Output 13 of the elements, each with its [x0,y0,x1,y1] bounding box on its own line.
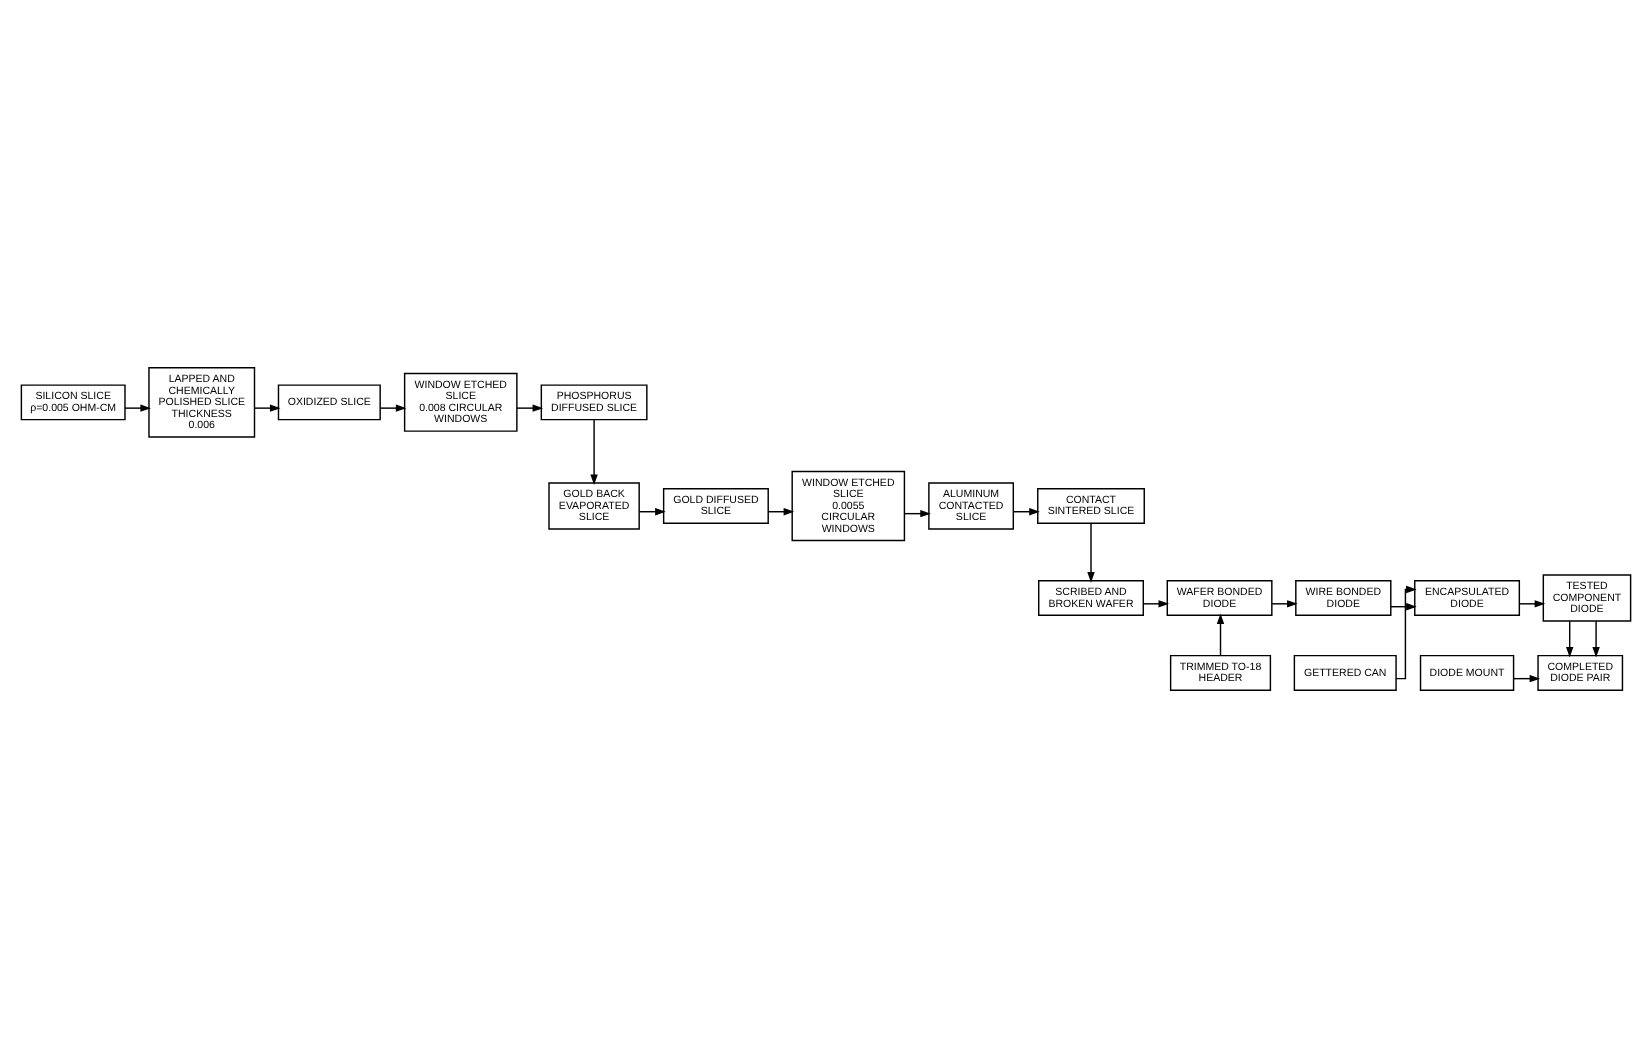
arrow [379,404,407,412]
arrow [516,404,544,412]
arrow [1087,522,1095,583]
arrow [254,404,281,412]
arrow [1566,620,1574,658]
arrow [1271,600,1298,608]
arrow [1395,585,1417,680]
arrow [1142,600,1170,608]
arrow [124,404,151,412]
arrow [1592,620,1600,658]
arrow [1216,613,1225,657]
arrow [590,419,598,486]
arrow [1518,600,1546,608]
